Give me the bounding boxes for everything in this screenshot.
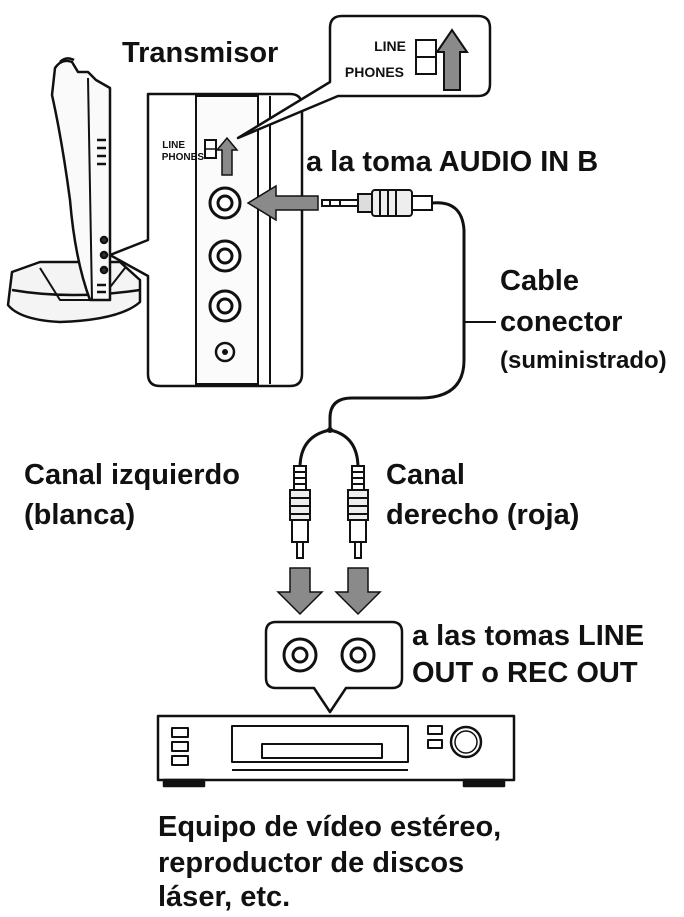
jack-2 bbox=[208, 239, 242, 273]
audio-in-b-jack bbox=[208, 186, 242, 220]
insert-arrow-icon bbox=[246, 184, 319, 222]
equipment-label-line3: láser, etc. bbox=[158, 881, 290, 912]
up-arrow-icon bbox=[435, 28, 469, 91]
right-channel-label-line2: derecho (roja) bbox=[386, 499, 579, 531]
dc-in-jack bbox=[214, 341, 236, 363]
transmitter-label: Transmisor bbox=[122, 37, 278, 69]
switch-line-label: LINE bbox=[374, 38, 406, 54]
switch-detail-callout: LINE PHONES bbox=[236, 14, 492, 140]
line-out-label-line1: a las tomas LINE bbox=[412, 620, 644, 652]
stereo-mini-plug bbox=[321, 189, 433, 217]
line-out-left-jack bbox=[282, 637, 318, 673]
cable-label-line2: conector bbox=[500, 306, 622, 338]
audio-in-b-label: a la toma AUDIO IN B bbox=[306, 146, 598, 178]
down-arrow-left-icon bbox=[276, 567, 324, 616]
switch-phones-label-small: PHONES bbox=[162, 152, 205, 163]
line-out-jacks-callout bbox=[264, 620, 404, 714]
left-channel-label-line2: (blanca) bbox=[24, 499, 135, 531]
transmitter-stand-illustration bbox=[6, 57, 142, 324]
left-channel-label-line1: Canal izquierdo bbox=[24, 459, 240, 491]
transmitter-zoom-panel: LINE PHONES bbox=[108, 92, 304, 388]
video-equipment-illustration bbox=[156, 714, 516, 788]
line-out-label-line2: OUT o REC OUT bbox=[412, 657, 638, 689]
switch-phones-label: PHONES bbox=[345, 64, 404, 80]
rca-plug-left bbox=[289, 465, 311, 559]
down-arrow-right-icon bbox=[334, 567, 382, 616]
equipment-label-line1: Equipo de vídeo estéreo, bbox=[158, 811, 501, 843]
switch-line-label-small: LINE bbox=[162, 140, 185, 151]
right-channel-label-line1: Canal bbox=[386, 459, 465, 491]
line-phones-switch-small: LINE PHONES bbox=[162, 136, 239, 176]
equipment-label-line2: reproductor de discos bbox=[158, 847, 464, 879]
cable-label-line3: (suministrado) bbox=[500, 347, 667, 374]
line-out-right-jack bbox=[340, 637, 376, 673]
jack-3 bbox=[208, 289, 242, 323]
rca-plug-right bbox=[347, 465, 369, 559]
connecting-cable bbox=[328, 201, 466, 430]
cable-label-line1: Cable bbox=[500, 265, 579, 297]
